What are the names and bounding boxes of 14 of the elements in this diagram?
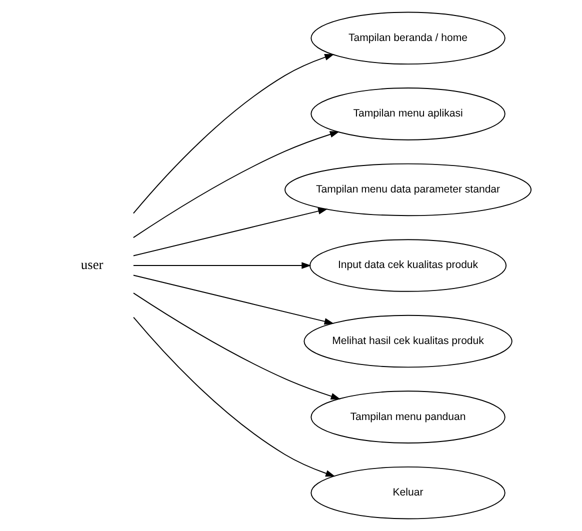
node-ellipse: Tampilan menu panduan [310, 390, 506, 444]
arrow [132, 262, 312, 269]
arrow [132, 208, 328, 256]
arrow [133, 316, 336, 477]
node-ellipse: Tampilan beranda / home [310, 12, 506, 65]
node-ellipse: Tampilan menu aplikasi [310, 88, 506, 140]
arrow [132, 131, 340, 238]
arrow [132, 274, 334, 325]
node-text: user [80, 257, 104, 272]
node-ellipse: Input data cek kualitas produk [309, 239, 507, 292]
node-ellipse: Keluar [310, 466, 506, 520]
node-ellipse: Melihat hasil cek kualitas produk [304, 314, 512, 368]
arrow [132, 54, 334, 214]
arrow [133, 292, 341, 400]
